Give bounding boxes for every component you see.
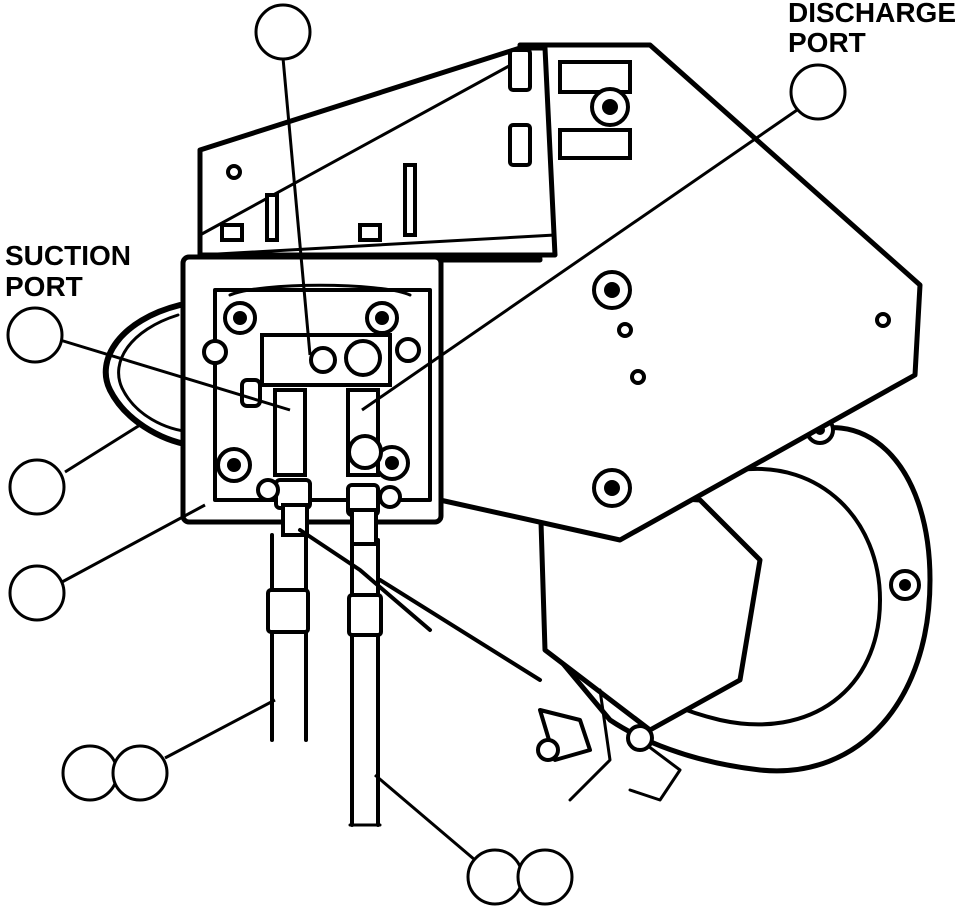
upper-bracket bbox=[197, 45, 632, 258]
discharge-label-line1: DISCHARGE bbox=[788, 0, 956, 28]
suction-label-line2: PORT bbox=[5, 271, 83, 302]
callout-balloons bbox=[6, 3, 847, 906]
balloon-top bbox=[254, 3, 312, 61]
balloon-suction bbox=[6, 306, 64, 364]
balloon-discharge bbox=[789, 63, 847, 121]
balloon-left-mid bbox=[8, 458, 66, 516]
leader-left-mid bbox=[64, 423, 141, 474]
discharge-label-line2: PORT bbox=[788, 27, 866, 58]
suction-hose bbox=[266, 503, 310, 742]
mounting-plate bbox=[437, 42, 923, 543]
leader-double-bottom bbox=[374, 773, 476, 862]
balloon-double-left-b bbox=[111, 744, 169, 802]
leader-left-low bbox=[61, 503, 206, 584]
belt bbox=[298, 528, 542, 682]
balloon-double-bottom-b bbox=[516, 848, 574, 906]
leader-double-left bbox=[164, 698, 276, 760]
balloon-double-bottom-a bbox=[466, 848, 524, 906]
balloon-double-left-a bbox=[61, 744, 119, 802]
balloon-left-low bbox=[8, 564, 66, 622]
tube-loop bbox=[102, 302, 194, 448]
leader-suction bbox=[59, 338, 291, 412]
leader-lines bbox=[59, 57, 801, 862]
leader-discharge bbox=[361, 106, 801, 412]
compressor-front-plate bbox=[180, 254, 444, 525]
leader-top bbox=[281, 57, 312, 356]
suction-label-line1: SUCTION bbox=[5, 240, 131, 271]
lower-bracket bbox=[536, 487, 763, 802]
